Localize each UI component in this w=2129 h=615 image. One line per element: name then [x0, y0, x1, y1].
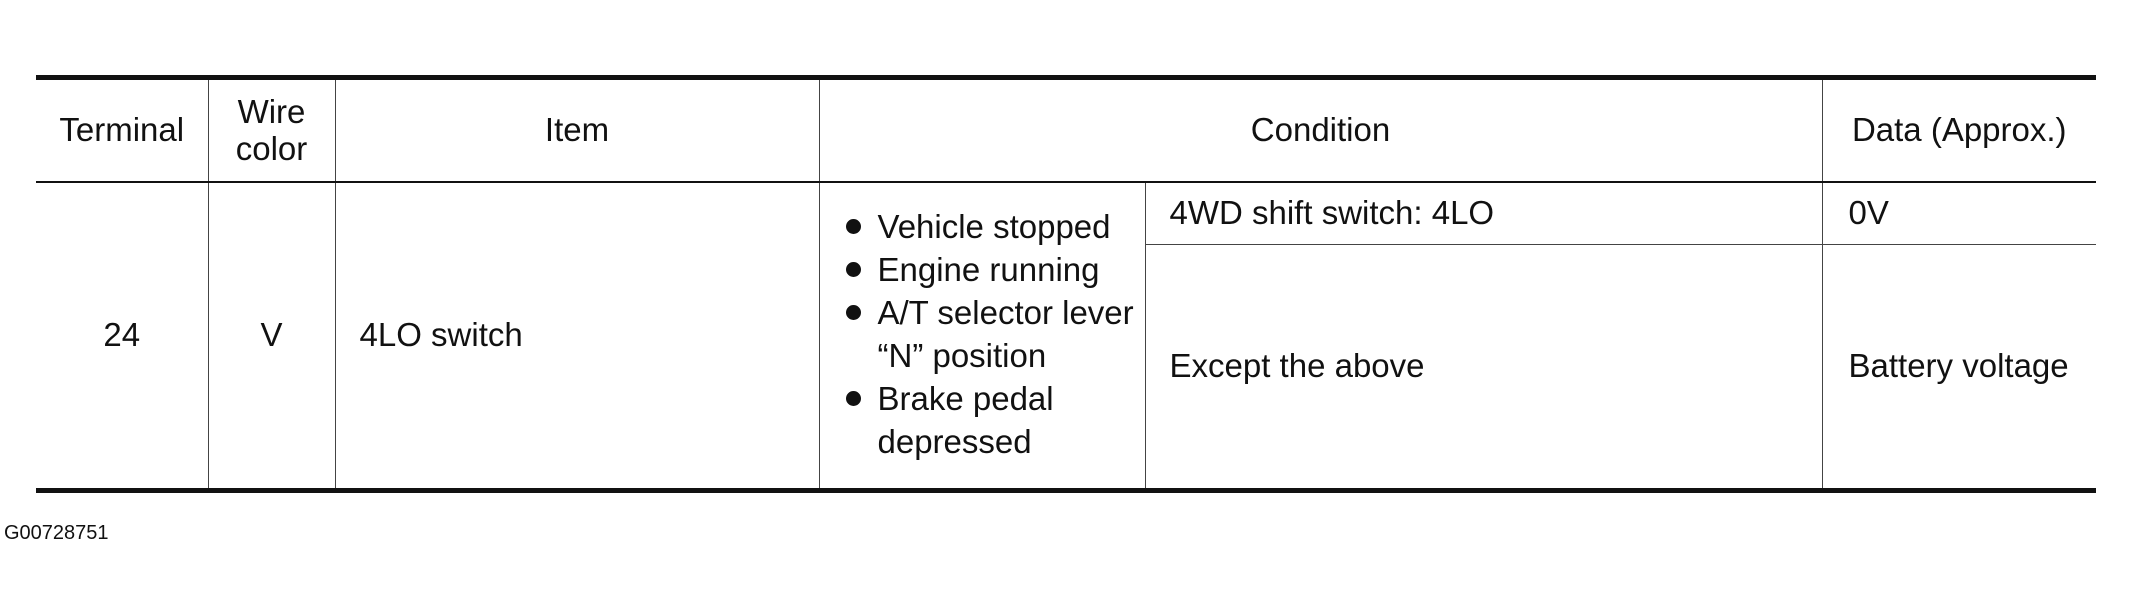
table-row: Except the above Battery voltage [36, 244, 2096, 490]
terminal-spec-table: Terminal Wire color Item Condition Data … [36, 75, 2096, 493]
cell-item: 4LO switch [334, 182, 819, 490]
image-code: G00728751 [4, 522, 109, 544]
cell-case-condition: Except the above [1144, 244, 1822, 490]
cell-terminal: 24 [103, 316, 141, 354]
condition-item: Engine running [845, 248, 1145, 291]
cell-wire-color: V [207, 182, 335, 490]
header-terminal: Terminal [36, 77, 208, 183]
condition-item: A/T selector lever “N” position [845, 291, 1145, 377]
cell-case-data: 0V [1821, 182, 2096, 245]
header-wire-color-line1: Wire [237, 92, 306, 130]
condition-item: Vehicle stopped [845, 205, 1145, 248]
condition-list: Vehicle stopped Engine running A/T selec… [820, 199, 1145, 471]
header-item: Item [334, 77, 819, 183]
cell-case-condition: 4WD shift switch: 4LO [1144, 182, 1822, 245]
cell-conditions: Vehicle stopped Engine running A/T selec… [818, 182, 1145, 490]
table-row: 24 V 4LO switch Vehicle stopped Engine r… [36, 182, 2096, 490]
header-wire-color: Wire color [207, 77, 335, 183]
cell-case-data: Battery voltage [1821, 244, 2096, 490]
header-row: Terminal Wire color Item Condition Data … [36, 77, 2096, 183]
condition-item: Brake pedal depressed [845, 377, 1145, 463]
header-condition: Condition [818, 77, 1822, 183]
header-data: Data (Approx.) [1821, 77, 2096, 183]
header-wire-color-line2: color [235, 129, 308, 167]
